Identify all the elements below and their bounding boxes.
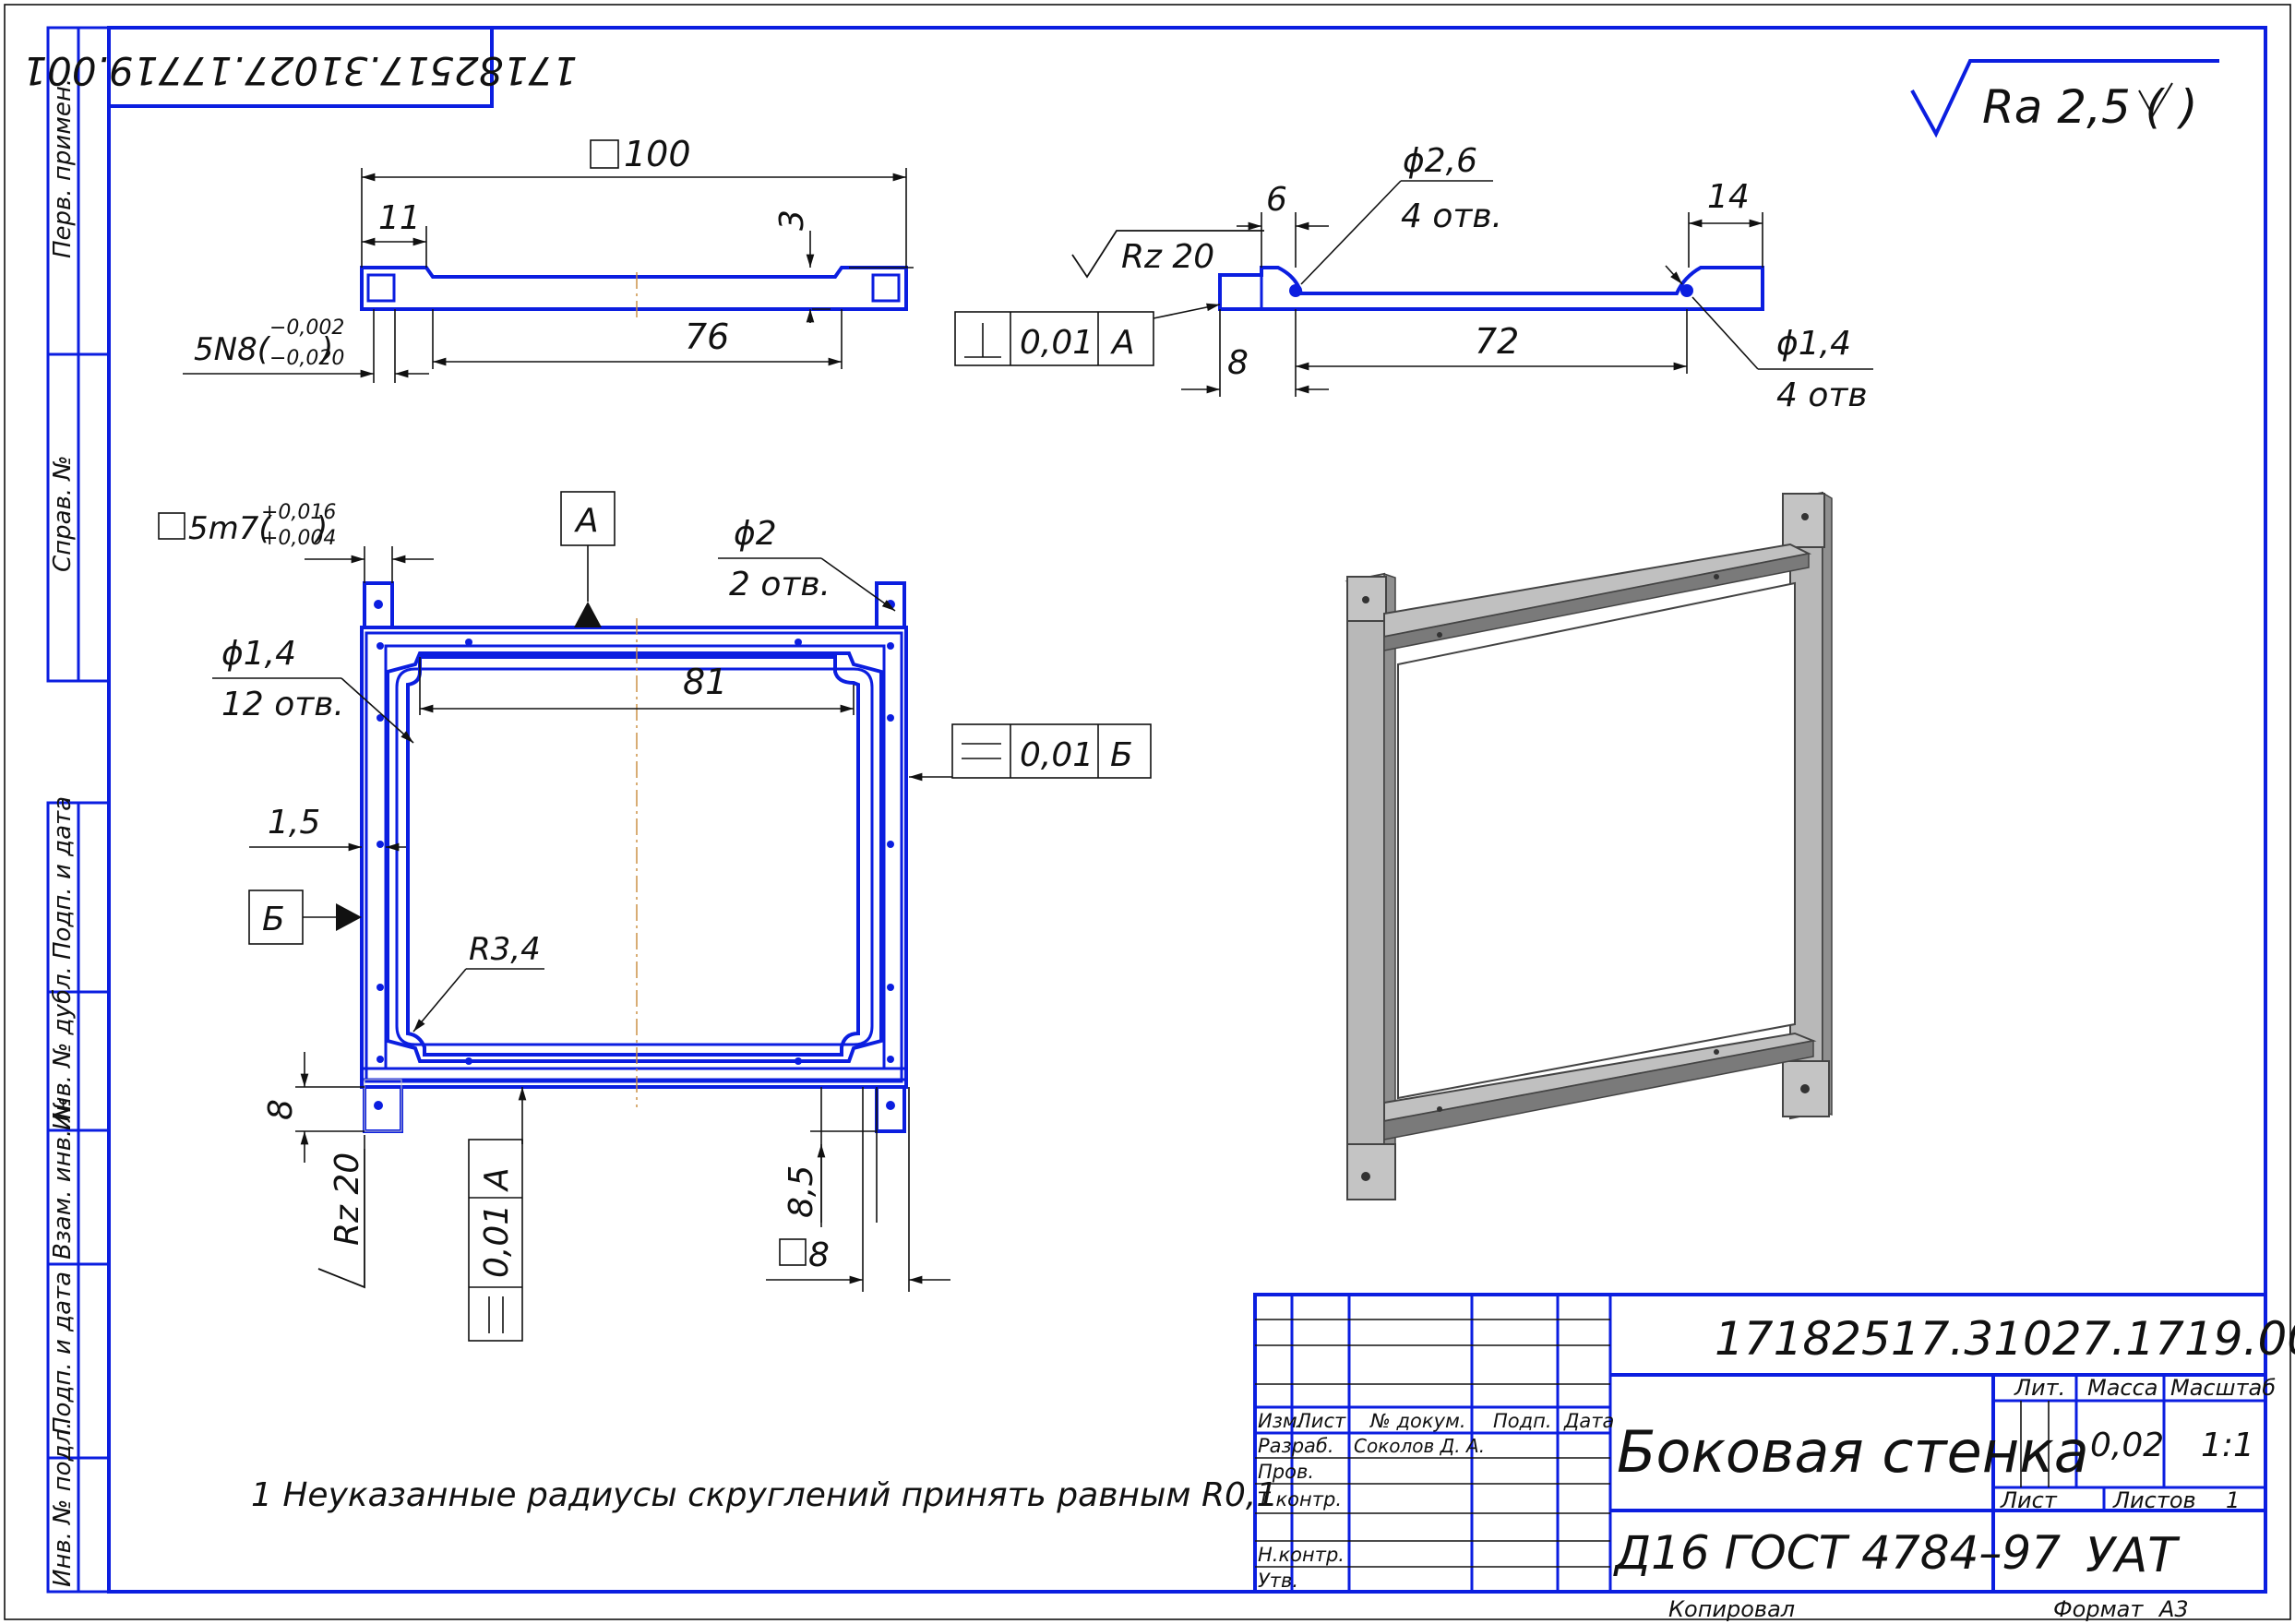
svg-text:Ra 2,5 (: Ra 2,5 ( (1982, 80, 2166, 134)
svg-text:5N8(: 5N8( (194, 331, 271, 368)
svg-text:ϕ2,6: ϕ2,6 (1403, 142, 1477, 180)
svg-text:8,5: 8,5 (783, 1165, 820, 1218)
side-label-vzam: Взам. инв. № (49, 1096, 77, 1260)
svg-text:100: 100 (624, 134, 691, 174)
svg-text:Rz 20: Rz 20 (329, 1152, 366, 1246)
side-label-inv-dubl: Инв. № дубл. (49, 966, 77, 1130)
svg-text:2 отв.: 2 отв. (729, 566, 831, 603)
svg-text:1,5: 1,5 (268, 804, 320, 842)
svg-text:−0,020: −0,020 (269, 347, 344, 370)
svg-text:12 отв.: 12 отв. (221, 686, 344, 723)
svg-text:Утв.: Утв. (1258, 1570, 1298, 1592)
svg-text:Пров.: Пров. (1258, 1461, 1314, 1483)
format-label: Формат (2053, 1596, 2144, 1622)
svg-text:Масса: Масса (2087, 1375, 2158, 1401)
svg-text:ϕ1,4: ϕ1,4 (1776, 325, 1851, 363)
title-mass: 0,02 (2090, 1427, 2164, 1464)
svg-text:3: 3 (773, 209, 811, 231)
svg-text:Дата: Дата (1563, 1410, 1614, 1432)
side-label-podp1: Подп. и дата (49, 796, 77, 960)
svg-text:8: 8 (808, 1236, 830, 1274)
side-label-sprav: Справ. № (49, 456, 77, 572)
title-designation: 17182517.31027.1719.001 (1715, 1312, 2295, 1366)
svg-text:0,01: 0,01 (1020, 736, 1094, 774)
side-label-perv: Перв. примен. (49, 78, 77, 258)
side-label-podp2: Подп. и дата (49, 1272, 77, 1435)
svg-text:8: 8 (1227, 344, 1249, 382)
svg-text:1: 1 (2226, 1487, 2240, 1513)
svg-text:72: 72 (1475, 321, 1519, 362)
svg-text:Листов: Листов (2112, 1487, 2196, 1513)
svg-text:№ докум.: № докум. (1369, 1410, 1466, 1432)
svg-text:Rz 20: Rz 20 (1121, 238, 1214, 276)
format-value: А3 (2158, 1596, 2189, 1622)
title-material: Д16 ГОСТ 4784–97 (1613, 1526, 2061, 1580)
designation-top-box: 17182517.31027.17719.001 (22, 26, 578, 108)
svg-text:17182517.31027.17719.001: 17182517.31027.17719.001 (22, 48, 577, 93)
svg-text:): ) (313, 510, 328, 547)
svg-text:ϕ1,4: ϕ1,4 (221, 635, 296, 673)
view-front: 5m7( +0,016 +0,004 ) А ϕ2 2 отв. ϕ1,4 12… (158, 491, 1152, 1342)
view-top: 100 11 3 76 5N8( −0,002 −0,020 ) (183, 134, 914, 383)
svg-text:4 отв: 4 отв (1776, 376, 1868, 414)
svg-text:Изм.: Изм. (1258, 1410, 1303, 1432)
title-organization: УАТ (2086, 1528, 2181, 1583)
copied-label: Копировал (1668, 1596, 1795, 1622)
svg-text:8: 8 (262, 1099, 300, 1120)
sheet-outer-border (4, 4, 2291, 1620)
roughness-general: Ra 2,5 ( ) (1910, 59, 2219, 138)
svg-text:−0,002: −0,002 (269, 316, 344, 340)
title-block: 17182517.31027.1719.001 Боковая стенка Д… (1253, 1293, 2295, 1594)
title-scale: 1:1 (2201, 1427, 2254, 1464)
svg-text:0,01: 0,01 (1020, 324, 1094, 362)
view-side: 6 ϕ2,6 4 отв. 14 Rz 20 0,01 А 8 72 (954, 142, 1873, 414)
technical-note: 1 Неуказанные радиусы скруглений принять… (251, 1476, 1277, 1514)
svg-text:14: 14 (1707, 178, 1750, 216)
svg-text:Подп.: Подп. (1493, 1410, 1552, 1432)
svg-text:76: 76 (685, 316, 729, 357)
isometric-view (1345, 491, 1833, 1201)
title-part-name: Боковая стенка (1617, 1418, 2089, 1486)
svg-text:0,01: 0,01 (478, 1204, 516, 1278)
svg-text:Масштаб: Масштаб (2170, 1375, 2276, 1401)
svg-text:+0,016: +0,016 (261, 501, 336, 524)
svg-text:Т.контр.: Т.контр. (1258, 1488, 1342, 1511)
svg-text:4 отв.: 4 отв. (1401, 197, 1502, 235)
svg-text:R3,4: R3,4 (469, 931, 541, 968)
svg-text:6: 6 (1266, 181, 1287, 219)
svg-text:): ) (2176, 80, 2198, 134)
svg-text:5m7(: 5m7( (188, 510, 272, 547)
svg-text:Лит.: Лит. (2014, 1375, 2065, 1401)
svg-text:81: 81 (683, 662, 727, 702)
side-columns: Перв. примен. Справ. № Подп. и дата Инв.… (46, 26, 111, 1594)
svg-text:Н.контр.: Н.контр. (1258, 1544, 1345, 1566)
svg-text:Разраб.: Разраб. (1258, 1435, 1334, 1457)
svg-text:11: 11 (378, 199, 421, 237)
svg-text:Соколов Д. А.: Соколов Д. А. (1354, 1435, 1485, 1457)
svg-text:+0,004: +0,004 (261, 527, 336, 550)
svg-text:А: А (574, 502, 599, 540)
svg-text:Лист: Лист (1296, 1410, 1346, 1432)
svg-text:Б: Б (1110, 736, 1133, 774)
svg-text:Лист: Лист (2000, 1487, 2058, 1513)
svg-text:А: А (1110, 324, 1135, 362)
side-label-inv-podl: Инв. № подл. (49, 1422, 77, 1587)
svg-text:): ) (318, 331, 333, 368)
svg-text:ϕ2: ϕ2 (734, 515, 777, 553)
svg-text:Б: Б (262, 901, 285, 938)
svg-text:А: А (478, 1167, 516, 1192)
